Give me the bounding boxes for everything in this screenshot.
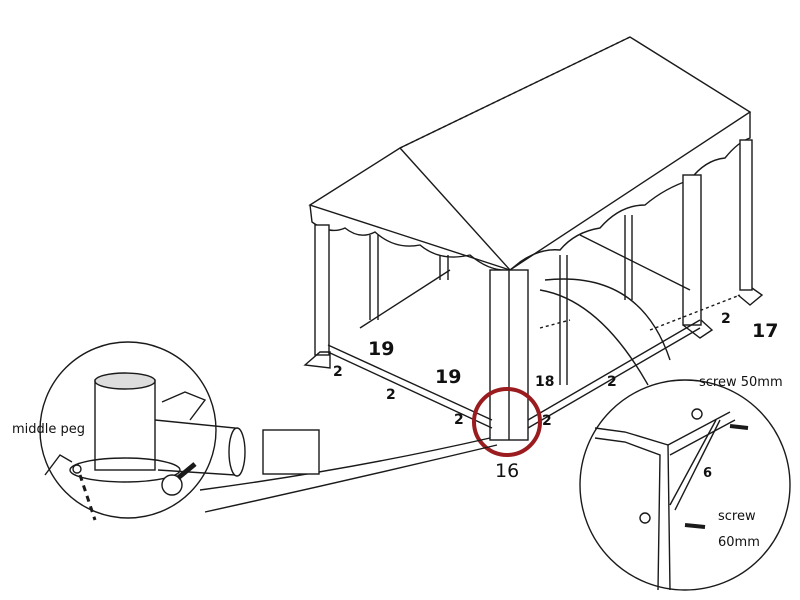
label-part-2: 2 (386, 387, 396, 403)
left-detail-callout (39, 341, 498, 521)
label-screw-60mm: screw (718, 509, 756, 524)
label-part-6: 6 (703, 466, 713, 481)
label-screw-60mm-size: 60mm (718, 535, 760, 550)
label-part-2: 2 (542, 413, 552, 429)
label-part-19: 19 (368, 338, 395, 360)
label-part-18: 18 (535, 374, 555, 390)
label-part-2: 2 (721, 311, 731, 327)
label-part-2: 2 (607, 374, 617, 390)
label-part-17: 17 (752, 320, 779, 342)
tent-roof (308, 36, 752, 271)
tent-legs (303, 139, 764, 441)
label-part-2: 2 (454, 412, 464, 428)
right-detail-callout (539, 278, 791, 591)
highlight-circle (472, 387, 542, 457)
label-part-16: 16 (495, 460, 520, 482)
label-screw-50mm: screw 50mm (699, 375, 783, 390)
label-part-2: 2 (333, 364, 343, 380)
label-part-19: 19 (435, 366, 462, 388)
label-middle-peg: middle peg (12, 422, 86, 437)
floor-frame (327, 234, 741, 429)
